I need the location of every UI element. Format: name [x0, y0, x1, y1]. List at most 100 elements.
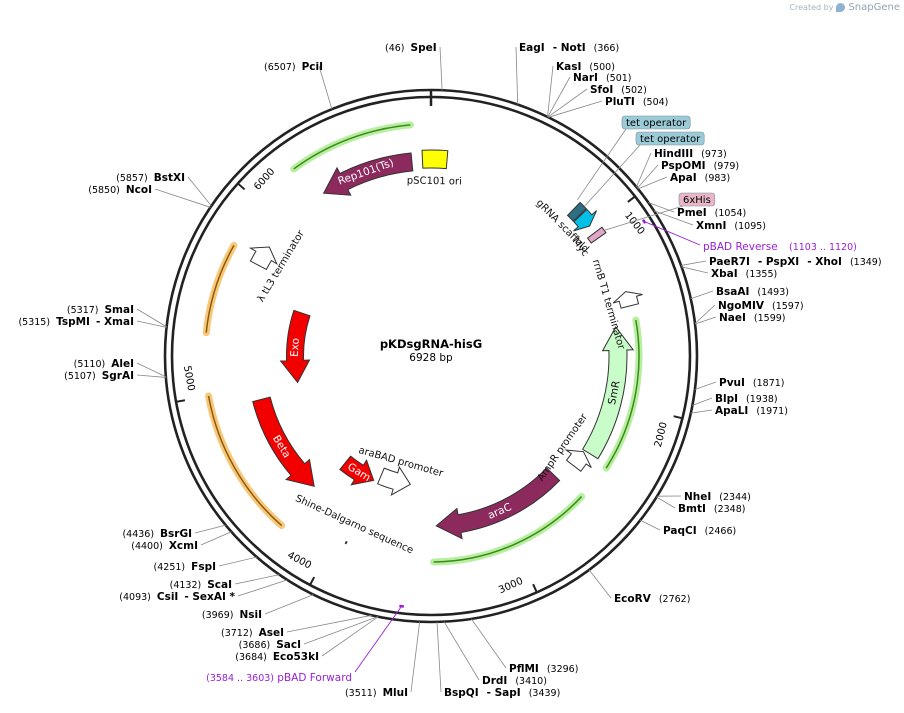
site-position: (46)	[385, 43, 405, 54]
feature-highlight-line	[433, 496, 583, 563]
tag-tet-operator[interactable]: tet operator	[583, 131, 705, 207]
site-position: (5107)	[64, 371, 96, 382]
site-saci[interactable]: SacI(3686)	[239, 639, 301, 651]
site-blpi[interactable]: BlpI(1938)	[715, 393, 778, 405]
site-position: (5315)	[18, 317, 50, 328]
site-xcmi[interactable]: XcmI(4400)	[131, 540, 198, 552]
feature-shape	[581, 326, 635, 460]
tag-label: tet operator	[626, 118, 687, 129]
primer-name: pBAD Reverse	[703, 241, 778, 253]
site-nari[interactable]: NarI(501)	[573, 72, 632, 84]
feature-label: AmpR promoter	[536, 411, 591, 483]
site-nsii[interactable]: NsiI(3969)	[202, 609, 262, 621]
site-bsrgi[interactable]: BsrGI(4436)	[122, 528, 192, 540]
feature-unnamed[interactable]	[573, 208, 597, 232]
site-name: - SapI	[487, 687, 521, 699]
site-sapi[interactable]: - SapI(3439)	[487, 687, 561, 699]
site-sexai[interactable]: - SexAI *	[184, 591, 235, 603]
site-xmai[interactable]: - XmaI	[96, 316, 134, 328]
site-smai[interactable]: SmaI(5317)	[67, 304, 134, 316]
feature-tl3-terminator[interactable]: λ tL3 terminator	[248, 228, 307, 304]
site-ecorv[interactable]: EcoRV(2762)	[614, 593, 690, 605]
site-kasi[interactable]: KasI(500)	[556, 61, 615, 73]
site-ncoi[interactable]: NcoI(5850)	[88, 184, 152, 196]
site-name: - XhoI	[807, 256, 842, 268]
site-pflmi[interactable]: PflMI(3296)	[509, 663, 578, 675]
feature-gam[interactable]: Gam	[339, 455, 375, 486]
primer-leader-line	[354, 606, 402, 673]
site-name: NheI	[684, 491, 711, 503]
primer-mark	[641, 219, 647, 224]
site-asei[interactable]: AseI(3712)	[221, 627, 284, 639]
site-name: NsiI	[239, 609, 262, 621]
site-name: SmaI	[105, 304, 135, 316]
site-hindiii[interactable]: HindIII(973)	[654, 148, 727, 160]
feature-beta[interactable]: Beta	[252, 396, 315, 487]
site-paer7i[interactable]: PaeR7I	[709, 256, 750, 268]
site-alei[interactable]: AleI(5110)	[74, 358, 134, 370]
site-pvui[interactable]: PvuI(1871)	[719, 377, 785, 389]
site-nhei[interactable]: NheI(2344)	[684, 491, 751, 503]
site-fspi[interactable]: FspI(4251)	[154, 561, 216, 573]
site-bsaai[interactable]: BsaAI(1493)	[716, 286, 789, 298]
site-pcii[interactable]: (6507)PciI	[264, 61, 323, 73]
site-xbai[interactable]: XbaI(1355)	[711, 268, 777, 280]
site-name: BspQI	[444, 687, 479, 699]
site-bstxi[interactable]: BstXI(5857)	[116, 172, 185, 184]
plasmid-name: pKDsgRNA-hisG	[380, 337, 482, 351]
ruler-tick	[627, 195, 636, 203]
site-position: (4400)	[131, 541, 163, 552]
site-pspomi[interactable]: PspOMI(979)	[661, 160, 739, 172]
site-paqci[interactable]: PaqCI(2466)	[663, 525, 736, 537]
feature-highlight-line	[605, 319, 640, 469]
site-xmni[interactable]: XmnI(1095)	[696, 220, 766, 232]
site-pspxi[interactable]: - PspXI	[758, 256, 799, 268]
site-leader-line	[681, 260, 707, 266]
site-ngomiv[interactable]: NgoMIV(1597)	[718, 300, 804, 312]
feature-ampr-promoter[interactable]: AmpR promoter	[536, 411, 592, 483]
site-pmei[interactable]: PmeI(1054)	[677, 207, 746, 219]
site-xhoi[interactable]: - XhoI(1349)	[807, 256, 881, 268]
site-name: BsaAI	[716, 286, 749, 298]
site-mlui[interactable]: MluI(3511)	[345, 687, 408, 699]
feature-rep101-ts[interactable]: Rep101(Ts)	[322, 152, 414, 196]
site-leader-line	[234, 574, 280, 585]
tag-tet-operator[interactable]: tet operator	[576, 115, 691, 201]
feature-smr[interactable]: SmR	[581, 326, 635, 460]
site-naei[interactable]: NaeI(1599)	[719, 312, 786, 324]
site-apali[interactable]: ApaLI(1971)	[715, 405, 788, 417]
site-noti[interactable]: - NotI(366)	[553, 42, 620, 54]
feature-arac[interactable]: araC	[435, 467, 561, 540]
site-drdi[interactable]: DrdI(3410)	[482, 675, 547, 687]
feature-psc101-ori[interactable]: pSC101 ori	[407, 149, 462, 188]
site-apai[interactable]: ApaI(983)	[670, 172, 730, 184]
site-leader-line	[318, 65, 333, 110]
site-name: TspMI	[56, 316, 90, 328]
site-scai[interactable]: ScaI(4132)	[170, 579, 232, 591]
site-name: BmtI	[678, 503, 706, 515]
site-csii[interactable]: CsiI(4093)	[119, 591, 178, 603]
site-eagi[interactable]: EagI	[519, 42, 545, 54]
site-name: PvuI	[719, 377, 745, 389]
primer-pbad-forward[interactable]: pBAD Forward(3584 .. 3603)	[206, 604, 404, 684]
site-position: (5110)	[74, 359, 106, 370]
ruler-tick	[532, 583, 538, 593]
site-tspmi[interactable]: TspMI (5315)	[18, 316, 89, 328]
site-eco53ki[interactable]: Eco53kI(3684)	[235, 651, 319, 663]
feature-exo[interactable]: Exo	[279, 309, 311, 384]
site-bmti[interactable]: BmtI (2348)	[678, 503, 745, 515]
site-pluti[interactable]: PluTI(504)	[605, 96, 668, 108]
site-sgrai[interactable]: SgrAI(5107)	[64, 370, 134, 382]
feature-shine-dalgarno-sequence[interactable]: Shine-Dalgarno sequence	[294, 493, 415, 556]
site-sfoi[interactable]: SfoI(502)	[590, 84, 647, 96]
site-position: (2348)	[714, 504, 746, 515]
site-position: (1938)	[746, 394, 778, 405]
tag-6xhis[interactable]: 6xHis	[604, 192, 716, 231]
site-leader-line	[690, 409, 713, 414]
site-name: - NotI	[553, 42, 586, 54]
site-spei[interactable]: (46)SpeI	[385, 42, 437, 54]
feature-rrnb-t1-terminator[interactable]: rrnB T1 terminator	[590, 258, 643, 352]
primer-pbad-reverse[interactable]: pBAD Reverse(1103 .. 1120)	[641, 219, 857, 253]
site-bspqi[interactable]: BspQI	[444, 687, 479, 699]
